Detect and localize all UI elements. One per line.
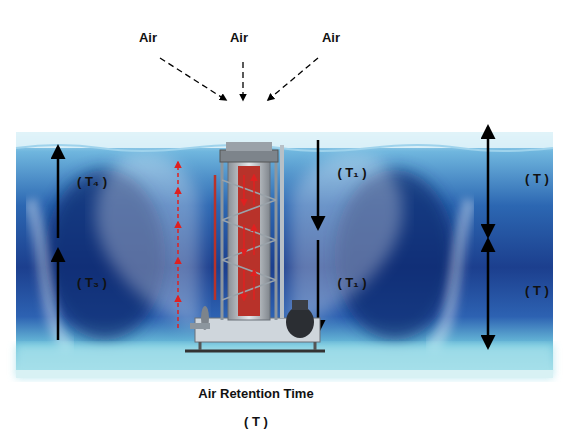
label-text: ( T₁ ) xyxy=(337,275,366,290)
label-text: ( T ) xyxy=(525,283,549,298)
time-arrows xyxy=(58,127,488,347)
label-text: Air xyxy=(230,30,248,45)
aerator-machine xyxy=(185,142,325,351)
caption-text: Air Retention Time xyxy=(198,386,313,401)
water-body xyxy=(16,132,553,378)
label-text: ( T₁ ) xyxy=(337,165,366,180)
label-text: ( T ) xyxy=(244,414,268,429)
label-text: ( T₃ ) xyxy=(77,275,107,290)
air-inflow-arrows xyxy=(160,58,318,100)
label-text: Air xyxy=(139,30,157,45)
label-text: ( T ) xyxy=(525,171,549,186)
label-text: Air xyxy=(322,30,340,45)
rising-flow-arrows xyxy=(177,162,179,328)
label-text: ( T₄ ) xyxy=(77,174,107,189)
